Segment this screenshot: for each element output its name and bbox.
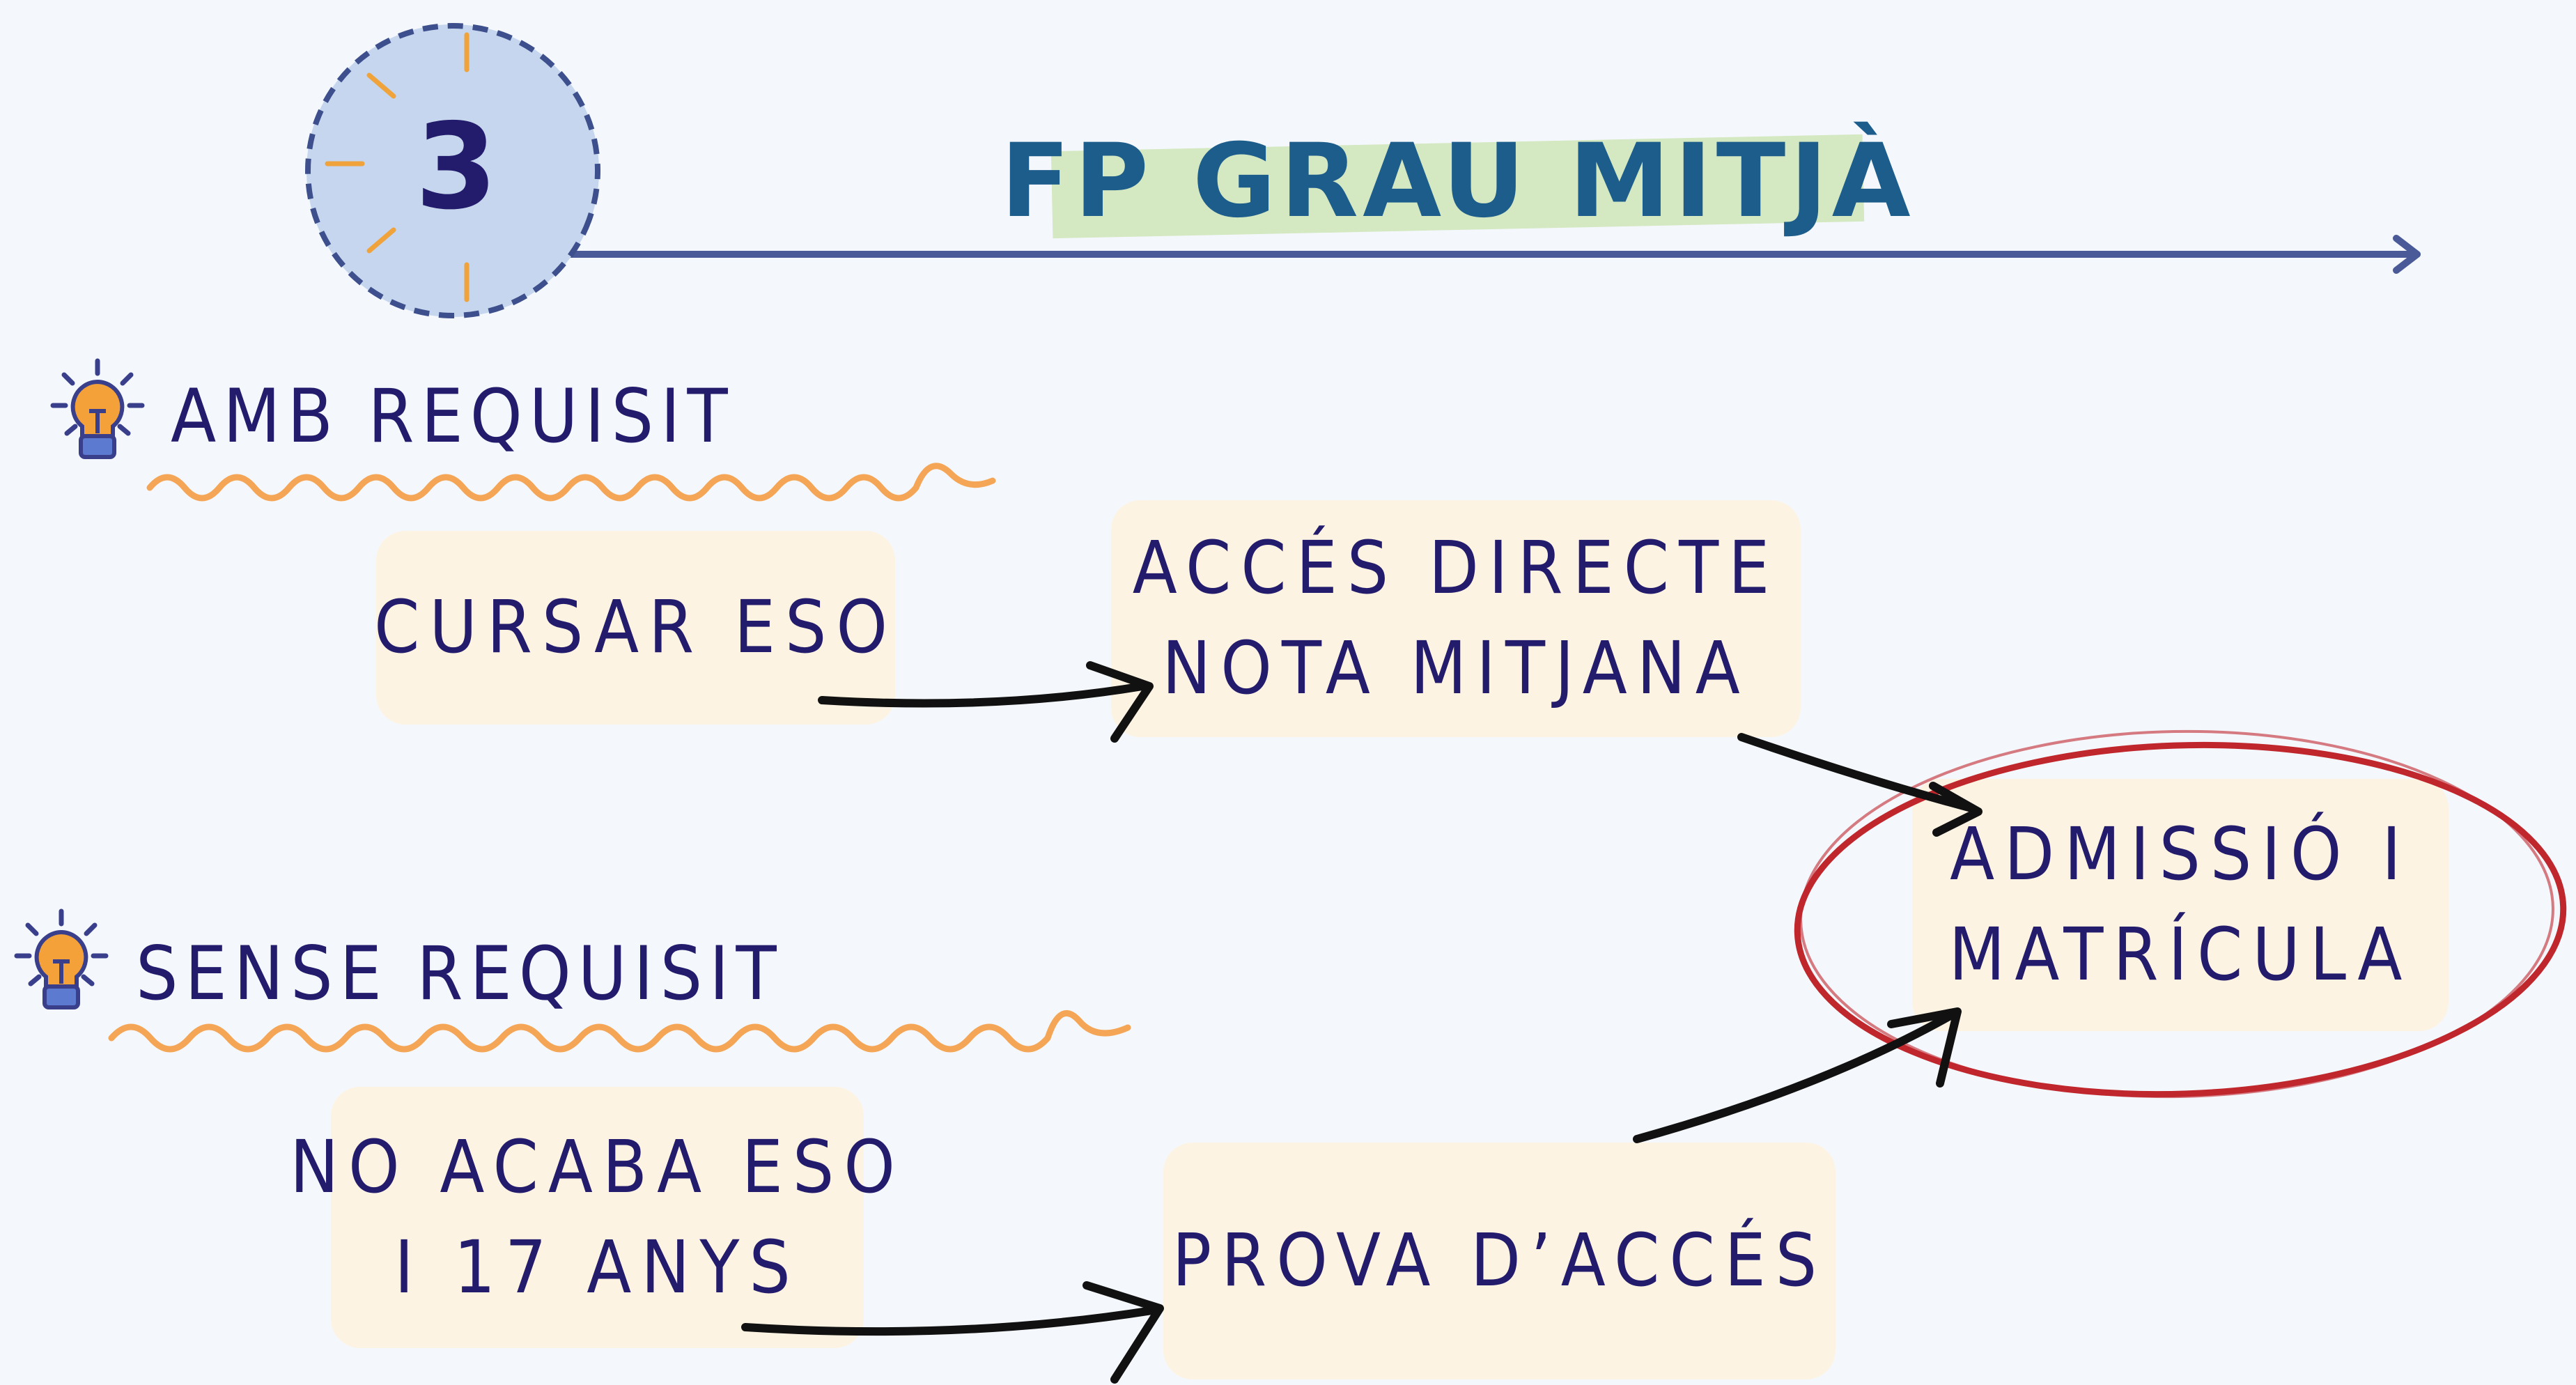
arrow-acces-to-admissio bbox=[1737, 733, 1983, 837]
box-line: ACCÉS DIRECTE bbox=[1132, 525, 1780, 611]
wavy-underline-amb bbox=[146, 463, 996, 502]
box-cursar-eso: CURSAR ESO bbox=[373, 531, 898, 725]
lightbulb-icon bbox=[14, 908, 109, 1009]
section-label-sense-requisit: SENSE REQUISIT bbox=[136, 931, 784, 1016]
timeline-arrow bbox=[561, 235, 2421, 274]
arrow-noacaba-to-prova bbox=[741, 1281, 1164, 1384]
box-line: ADMISSIÓ I bbox=[1950, 812, 2411, 897]
section-label-amb-requisit: AMB REQUISIT bbox=[171, 373, 735, 459]
box-line: I 17 ANYS bbox=[394, 1224, 800, 1310]
timer-icon bbox=[305, 23, 600, 318]
arrow-prova-to-admissio bbox=[1633, 1007, 1962, 1143]
wavy-underline-sense bbox=[108, 1010, 1131, 1053]
box-line: PROVA D’ACCÉS bbox=[1172, 1218, 1827, 1303]
box-line: CURSAR ESO bbox=[373, 585, 898, 670]
box-acces-directe: ACCÉS DIRECTE NOTA MITJANA bbox=[1111, 500, 1801, 737]
arrow-cursar-to-acces bbox=[818, 661, 1154, 743]
box-no-acaba-eso: NO ACABA ESO I 17 ANYS bbox=[290, 1087, 895, 1348]
box-line: NOTA MITJANA bbox=[1162, 626, 1750, 711]
box-admissio-matricula: ADMISSIÓ I MATRÍCULA bbox=[1912, 779, 2449, 1031]
lightbulb-icon bbox=[50, 358, 145, 459]
highlight-circle bbox=[1794, 729, 2567, 1099]
box-prova-acces: PROVA D’ACCÉS bbox=[1163, 1143, 1836, 1379]
step-badge: 3 bbox=[300, 14, 606, 320]
box-line: NO ACABA ESO bbox=[290, 1124, 905, 1209]
step-number: 3 bbox=[414, 98, 498, 236]
page-title: FP GRAU MITJÀ bbox=[1000, 122, 1915, 240]
box-line: MATRÍCULA bbox=[1948, 912, 2412, 997]
